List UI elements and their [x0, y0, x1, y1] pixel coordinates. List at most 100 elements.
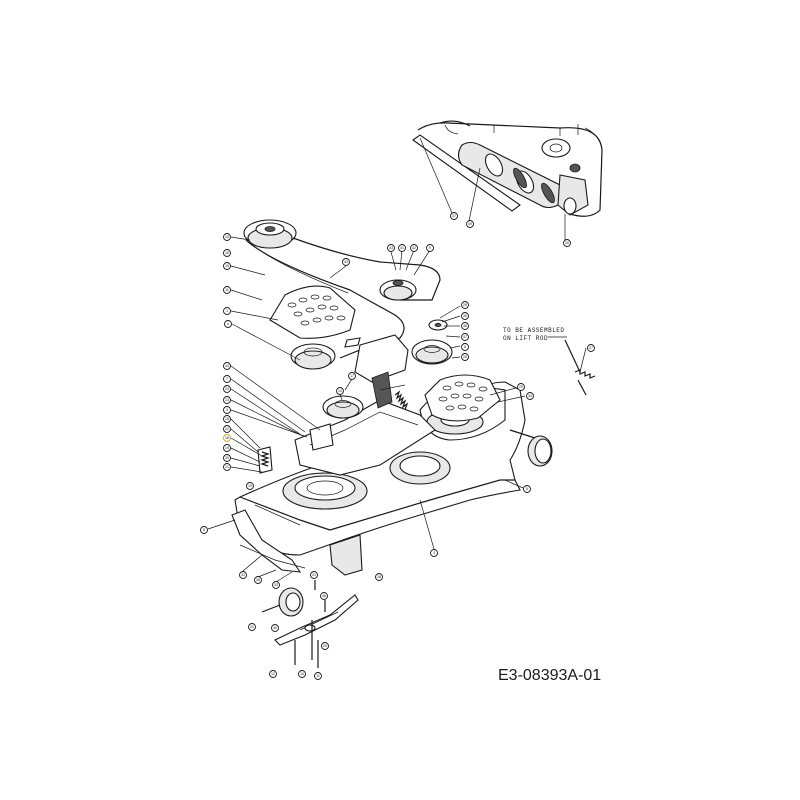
callout: 8	[200, 526, 208, 534]
svg-text:18: 18	[225, 417, 229, 421]
callout: 33	[272, 581, 280, 589]
callout: 28	[375, 573, 383, 581]
svg-text:10: 10	[300, 672, 304, 676]
lift-rod-inset	[412, 120, 603, 217]
leader-lines	[207, 137, 587, 583]
callout: 1	[223, 307, 231, 315]
svg-text:28: 28	[463, 303, 467, 307]
callout: 9	[223, 406, 231, 414]
svg-text:35: 35	[463, 314, 467, 318]
svg-text:15: 15	[225, 264, 229, 268]
svg-text:27: 27	[589, 346, 593, 350]
callout: 22	[223, 425, 231, 433]
callout: 9	[426, 244, 434, 252]
svg-text:37: 37	[452, 214, 456, 218]
svg-text:3: 3	[433, 551, 435, 555]
callout: 7	[223, 375, 231, 383]
assembly-note-line-2: ON LIFT ROD	[503, 335, 548, 342]
svg-text:1: 1	[226, 309, 228, 313]
callout-group: 15 16 15 11 1 4 44 7 23 13 9 18 22 16 19…	[200, 212, 595, 680]
svg-text:48: 48	[322, 594, 326, 598]
callout: 27	[587, 344, 595, 352]
svg-text:31: 31	[250, 625, 254, 629]
callout: 26	[461, 353, 469, 361]
svg-text:29: 29	[519, 385, 523, 389]
callout: 11	[314, 672, 322, 680]
callout: 46	[461, 322, 469, 330]
callout: 28	[461, 301, 469, 309]
callout: 21	[310, 571, 318, 579]
callout: 15	[223, 233, 231, 241]
callout: 41	[398, 244, 406, 252]
callout: 48	[320, 592, 328, 600]
svg-text:23: 23	[225, 387, 229, 391]
svg-text:5: 5	[526, 487, 528, 491]
svg-text:28: 28	[377, 575, 381, 579]
svg-text:21: 21	[312, 573, 316, 577]
callout: 37	[450, 212, 458, 220]
callout: 23	[223, 385, 231, 393]
svg-text:6: 6	[464, 345, 466, 349]
callout: 12	[269, 670, 277, 678]
callout: 31	[239, 571, 247, 579]
svg-text:44: 44	[225, 364, 229, 368]
svg-text:25: 25	[323, 644, 327, 648]
callout: 11	[223, 286, 231, 294]
svg-text:42: 42	[412, 246, 416, 250]
callout: 35	[461, 312, 469, 320]
document-code: E3-08393A-01	[498, 667, 602, 684]
svg-text:11: 11	[225, 288, 229, 292]
svg-text:26: 26	[463, 355, 467, 359]
svg-text:34: 34	[528, 394, 532, 398]
callout: 43	[342, 258, 350, 266]
callout: 14	[336, 387, 344, 395]
callout: 18	[223, 415, 231, 423]
callout: 16	[223, 249, 231, 257]
callout: 25	[321, 642, 329, 650]
callout: 30	[223, 454, 231, 462]
callout: 40	[271, 624, 279, 632]
svg-text:17: 17	[350, 374, 354, 378]
svg-text:31: 31	[241, 573, 245, 577]
svg-text:9: 9	[226, 408, 228, 412]
callout: 20	[563, 239, 571, 247]
belt-cover-right	[424, 374, 501, 422]
svg-text:43: 43	[344, 260, 348, 264]
svg-text:40: 40	[273, 626, 277, 630]
svg-text:49: 49	[468, 222, 472, 226]
callout: 19	[246, 482, 254, 490]
callout: 31	[248, 623, 256, 631]
mower-deck-housing	[231, 381, 553, 576]
callout: 38	[254, 576, 262, 584]
svg-text:47: 47	[463, 335, 467, 339]
svg-text:9: 9	[429, 246, 431, 250]
callout: 17	[348, 372, 356, 380]
svg-text:46: 46	[463, 324, 467, 328]
callout: 19	[223, 444, 231, 452]
svg-text:13: 13	[225, 398, 229, 402]
callout: 29	[517, 383, 525, 391]
assembly-note-line-1: TO BE ASSEMBLED	[503, 327, 565, 334]
svg-text:33: 33	[274, 583, 278, 587]
svg-text:14: 14	[338, 389, 342, 393]
svg-text:41: 41	[400, 246, 404, 250]
svg-text:4: 4	[227, 322, 229, 326]
callout: 42	[410, 244, 418, 252]
callout: 43	[387, 244, 395, 252]
svg-text:8: 8	[203, 528, 205, 532]
callout: 47	[461, 333, 469, 341]
svg-text:7: 7	[226, 377, 228, 381]
svg-text:38: 38	[256, 578, 260, 582]
callout: 16	[223, 434, 231, 442]
svg-text:22: 22	[225, 427, 229, 431]
callout: 10	[298, 670, 306, 678]
callout: 4	[224, 320, 232, 328]
svg-text:12: 12	[271, 672, 275, 676]
svg-text:16: 16	[225, 251, 229, 255]
belt-and-pulley-system	[243, 219, 453, 419]
svg-text:20: 20	[565, 241, 569, 245]
svg-text:19: 19	[248, 484, 252, 488]
callout: 6	[461, 343, 469, 351]
belt-cover-left	[269, 285, 356, 339]
